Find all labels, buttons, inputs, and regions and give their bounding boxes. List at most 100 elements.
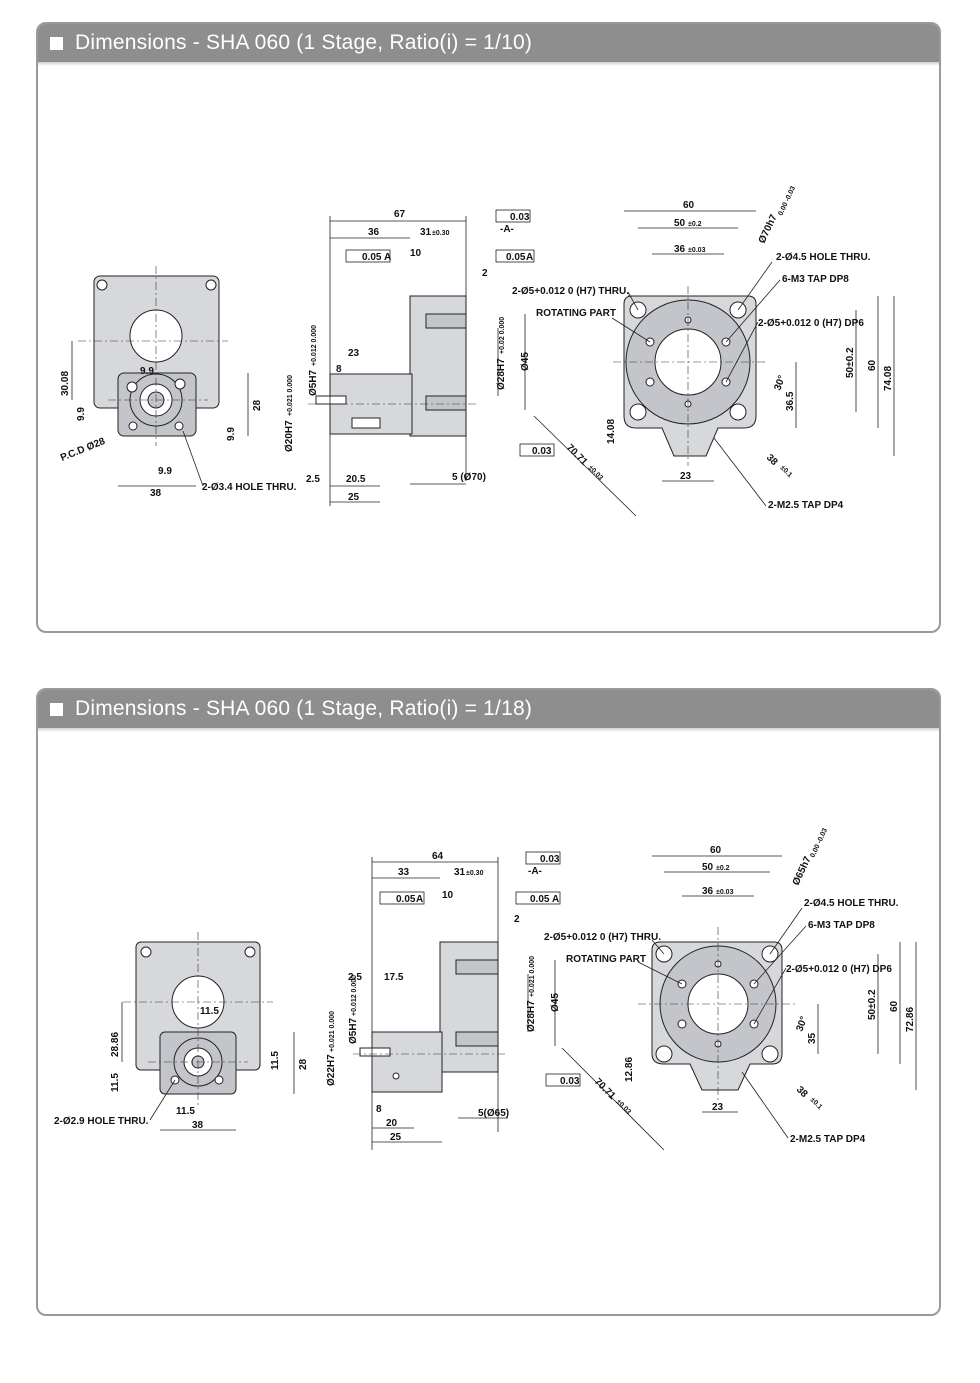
dim-text: 50±0.2 [845, 347, 856, 378]
dim-text: Ø45 [550, 993, 561, 1012]
callout: 2-Ø4.5 HOLE THRU. [804, 898, 899, 909]
dim-text: 23 [348, 348, 360, 359]
square-bullet-icon [50, 702, 63, 716]
dim-text: 23 [712, 1102, 724, 1113]
dim-text: 60 [683, 200, 695, 211]
dim-text: P.C.D Ø28 [59, 436, 107, 464]
dim-text: 2.5 [348, 972, 362, 983]
dim-text: 36 [368, 227, 380, 238]
dim-text: 12.86 [624, 1057, 635, 1082]
dim-text: +0.02 0.000 [499, 317, 506, 354]
dim-text: ±0.03 [615, 1098, 632, 1115]
dim-text: 70.71 [564, 442, 590, 468]
dim-text: 25 [348, 492, 360, 503]
dim-text: 31 [454, 867, 466, 878]
callout: 2-M2.5 TAP DP4 [768, 500, 844, 511]
dim-text: 50 [702, 862, 714, 873]
square-bullet-icon [50, 36, 63, 50]
tol-text: 0.05 [530, 894, 550, 905]
panel-title: Dimensions - SHA 060 (1 Stage, Ratio(i) … [75, 31, 533, 54]
dim-text: 38 [764, 452, 780, 468]
dim-text: 30° [794, 1015, 810, 1033]
tol-text: 0.05 [396, 894, 416, 905]
dim-text: 11.5 [176, 1106, 195, 1117]
side-view: 64 33 31 ±0.30 10 2 2.5 17.5 8 20 25 5(Ø… [326, 851, 581, 1150]
callout: ROTATING PART [536, 308, 616, 319]
dim-text: ±0.2 [688, 221, 702, 228]
dim-text: ±0.2 [716, 865, 730, 872]
dim-text: 36 [674, 244, 686, 255]
dim-text: 23 [680, 471, 692, 482]
dim-text: Ø28H7 [496, 358, 507, 390]
dim-text: 36 [702, 886, 714, 897]
dim-text: 8 [376, 1104, 382, 1115]
dim-text: 28 [298, 1058, 309, 1070]
tol-text: -A- [528, 866, 542, 877]
tol-text: 0.05 [506, 252, 526, 263]
dim-text: 38 [794, 1084, 810, 1100]
drawing-ratio-10: 30.08 9.9 9.9 9.9 9.9 28 38 P.C.D Ø28 2-… [59, 185, 895, 517]
callout: 6-M3 TAP DP8 [808, 920, 875, 931]
dim-text: +0.012 0.000 [351, 975, 358, 1016]
callout: 2-Ø5+0.012 0 (H7) DP6 [786, 964, 892, 975]
dim-text: 30° [772, 374, 788, 392]
dim-text: ±0.03 [688, 247, 706, 254]
dim-text: ±0.30 [432, 230, 450, 237]
dim-text: 2 [482, 268, 488, 279]
dim-text: +0.021 0.000 [329, 1011, 336, 1052]
dim-text: 5(Ø65) [478, 1108, 509, 1119]
dim-text: ±0.03 [587, 464, 604, 481]
dim-text: ±0.1 [779, 464, 794, 479]
tol-text: A [526, 252, 533, 263]
side-view: 67 36 31 ±0.30 10 2 23 8 2.5 20.5 25 5 (… [284, 209, 555, 506]
dim-text: 11.5 [200, 1006, 219, 1017]
front-view: 30.08 9.9 9.9 9.9 9.9 28 38 P.C.D Ø28 2-… [59, 266, 297, 499]
panel-header: Dimensions - SHA 060 (1 Stage, Ratio(i) … [38, 24, 939, 62]
dim-text: 30.08 [60, 371, 71, 396]
callout: 2-M2.5 TAP DP4 [790, 1134, 866, 1145]
dim-text: 0.00 -0.03 [809, 827, 829, 859]
dim-text: 17.5 [384, 972, 404, 983]
dim-text: 2.5 [306, 474, 320, 485]
dim-text: 35 [807, 1032, 818, 1044]
dim-text: 28 [252, 399, 263, 411]
dim-text: 67 [394, 209, 406, 220]
dim-text: ±0.30 [466, 870, 484, 877]
top-view: 60 50 ±0.2 36 ±0.03 Ø65h7 0.00 -0.03 60 … [544, 827, 917, 1151]
callout: 2-Ø5+0.012 0 (H7) THRU. [544, 932, 661, 943]
dim-text: 10 [442, 890, 454, 901]
dim-text: 9.9 [76, 407, 87, 421]
dim-text: 0.00 -0.03 [777, 185, 797, 217]
dim-text: Ø5H7 [308, 369, 319, 396]
tol-text: 0.03 [560, 1076, 580, 1087]
tol-text: 0.03 [532, 446, 552, 457]
dim-text: +0.021 0.000 [529, 956, 536, 997]
dim-text: 2-Ø3.4 HOLE THRU. [202, 482, 297, 493]
dim-text: Ø5H7 [348, 1017, 359, 1044]
tol-text: A [552, 894, 559, 905]
panel-header: Dimensions - SHA 060 (1 Stage, Ratio(i) … [38, 690, 939, 728]
dim-text: 9.9 [140, 366, 154, 377]
dim-text: Ø28H7 [526, 1000, 537, 1032]
dimensions-panel-ratio-18: Dimensions - SHA 060 (1 Stage, Ratio(i) … [36, 688, 941, 1316]
dim-text: ±0.03 [716, 889, 734, 896]
dim-text: 38 [150, 488, 162, 499]
dim-text: Ø70h7 [757, 213, 780, 246]
dim-text: 9.9 [158, 466, 172, 477]
dim-text: 60 [889, 1000, 900, 1012]
dim-text: 36.5 [785, 391, 796, 411]
dim-text: 60 [867, 359, 878, 371]
dim-text: 8 [336, 364, 342, 375]
dim-text: 2 [514, 914, 520, 925]
dim-text: 64 [432, 851, 444, 862]
dim-text: 70.71 [592, 1076, 618, 1102]
top-view: 60 50 ±0.2 36 ±0.03 Ø70h7 0.00 -0.03 60 … [512, 185, 895, 517]
dim-text: 20 [386, 1118, 398, 1129]
dim-text: 20.5 [346, 474, 366, 485]
dim-text: +0.021 0.000 [287, 375, 294, 416]
dim-text: 25 [390, 1132, 402, 1143]
dim-text: ±0.1 [809, 1096, 824, 1111]
dim-text: +0.012 0.000 [311, 325, 318, 366]
dim-text: Ø45 [520, 352, 531, 371]
dim-text: 72.86 [905, 1007, 916, 1032]
